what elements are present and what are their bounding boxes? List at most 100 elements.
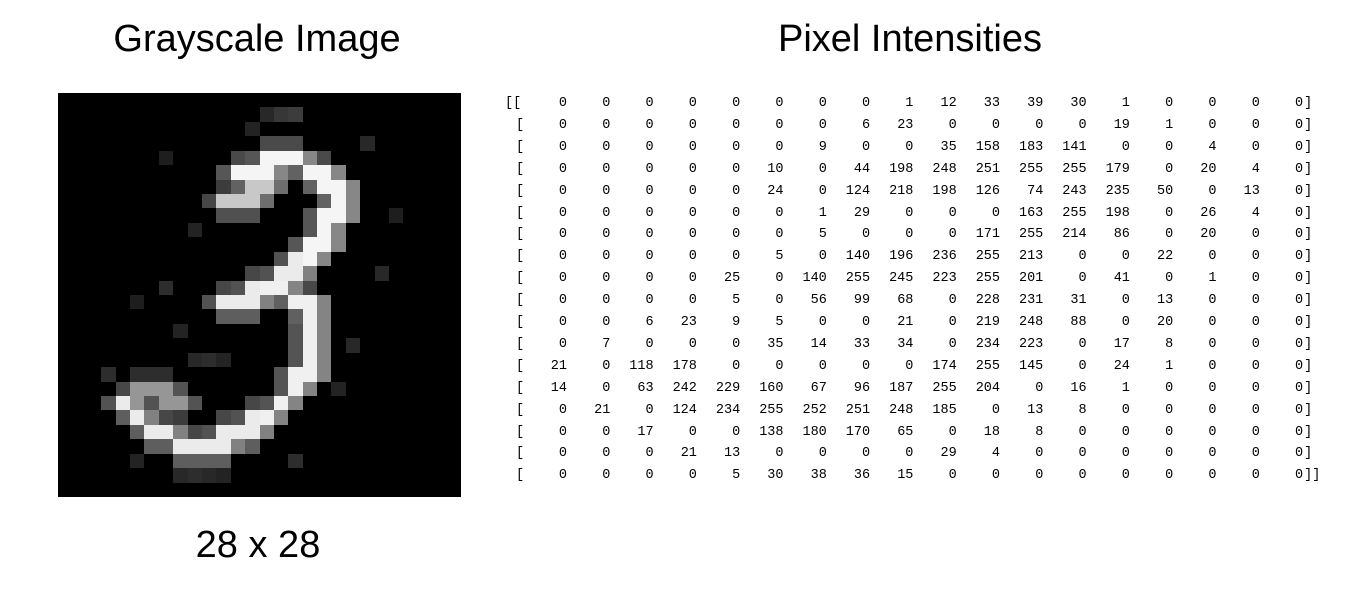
image-pixel bbox=[129, 150, 145, 166]
matrix-cell: 248 bbox=[932, 161, 957, 177]
image-pixel bbox=[129, 237, 145, 252]
matrix-cell: 0 bbox=[1121, 315, 1130, 330]
image-pixel bbox=[158, 482, 174, 497]
matrix-cell: 251 bbox=[845, 402, 871, 418]
image-pixel bbox=[374, 208, 390, 223]
image-pixel bbox=[58, 208, 73, 223]
matrix-close-bracket: ] bbox=[1304, 117, 1313, 133]
image-pixel bbox=[389, 150, 404, 166]
matrix-open-bracket: [ bbox=[516, 358, 525, 374]
matrix-cell: 1 bbox=[1121, 96, 1130, 111]
image-pixel bbox=[360, 468, 375, 483]
image-pixel bbox=[288, 367, 303, 382]
image-pixel bbox=[245, 396, 260, 411]
matrix-cell: 4 bbox=[1208, 139, 1217, 155]
matrix-cell: 0 bbox=[602, 271, 611, 287]
matrix-cell: 223 bbox=[1018, 336, 1044, 352]
matrix-cell: 0 bbox=[732, 183, 741, 199]
matrix-cell: 0 bbox=[1251, 139, 1260, 155]
matrix-cell: 0 bbox=[732, 249, 741, 265]
image-pixel bbox=[187, 323, 202, 339]
matrix-cell: 0 bbox=[1121, 139, 1130, 155]
matrix-cell: 0 bbox=[602, 446, 611, 462]
image-pixel bbox=[317, 208, 332, 223]
image-pixel bbox=[259, 194, 274, 209]
image-pixel bbox=[158, 266, 174, 281]
matrix-cell: 0 bbox=[1078, 117, 1087, 133]
matrix-cell: 0 bbox=[1165, 446, 1174, 462]
matrix-cell: 0 bbox=[1251, 380, 1260, 396]
image-pixel bbox=[101, 381, 116, 396]
image-pixel bbox=[317, 381, 332, 396]
image-pixel bbox=[432, 468, 447, 483]
image-pixel bbox=[302, 121, 318, 137]
image-pixel bbox=[288, 381, 303, 396]
image-pixel bbox=[417, 237, 433, 252]
matrix-cell: 0 bbox=[558, 293, 567, 309]
image-pixel bbox=[115, 208, 130, 223]
image-pixel bbox=[417, 424, 433, 440]
image-pixel bbox=[115, 453, 130, 469]
image-pixel bbox=[389, 136, 404, 151]
image-pixel bbox=[374, 396, 390, 411]
image-pixel bbox=[144, 482, 159, 497]
image-pixel bbox=[187, 121, 202, 137]
matrix-cell: 0 bbox=[818, 161, 827, 177]
image-pixel bbox=[446, 482, 461, 497]
matrix-cell: 0 bbox=[775, 139, 784, 155]
matrix-cell: 35 bbox=[767, 336, 784, 352]
matrix-cell: 74 bbox=[1027, 183, 1044, 199]
image-pixel bbox=[360, 309, 375, 324]
image-pixel bbox=[317, 222, 332, 238]
image-pixel bbox=[72, 237, 87, 252]
matrix-cell: 0 bbox=[861, 96, 871, 111]
image-pixel bbox=[129, 208, 145, 223]
image-pixel bbox=[374, 295, 390, 310]
image-pixel bbox=[302, 453, 318, 469]
image-pixel bbox=[201, 295, 217, 310]
matrix-cell: 0 bbox=[1035, 380, 1044, 396]
matrix-cell: 68 bbox=[897, 293, 914, 309]
matrix-cell: 0 bbox=[1165, 205, 1174, 221]
matrix-cell: 231 bbox=[1018, 293, 1044, 309]
image-pixel bbox=[201, 222, 217, 238]
image-pixel bbox=[389, 266, 404, 281]
matrix-cell: 0 bbox=[1294, 139, 1304, 155]
image-pixel bbox=[432, 381, 447, 396]
image-pixel bbox=[187, 165, 202, 180]
matrix-cell: 0 bbox=[602, 96, 611, 111]
matrix-cell: 229 bbox=[715, 380, 741, 396]
image-pixel bbox=[345, 266, 361, 281]
matrix-cell: 248 bbox=[889, 402, 914, 418]
matrix-cell: 234 bbox=[975, 336, 1000, 352]
image-pixel bbox=[187, 150, 202, 166]
pixel-intensities-title: Pixel Intensities bbox=[777, 18, 1043, 60]
image-pixel bbox=[245, 251, 260, 267]
matrix-cell: 0 bbox=[1035, 117, 1044, 133]
image-pixel bbox=[446, 468, 461, 483]
image-pixel bbox=[144, 121, 159, 137]
image-pixel bbox=[216, 208, 231, 223]
image-pixel bbox=[173, 237, 188, 252]
image-pixel bbox=[230, 165, 246, 180]
matrix-cell: 204 bbox=[975, 380, 1000, 396]
image-pixel bbox=[446, 121, 461, 137]
image-pixel bbox=[417, 309, 433, 324]
matrix-close-bracket: ] bbox=[1304, 315, 1313, 330]
image-pixel bbox=[446, 165, 461, 180]
image-pixel bbox=[173, 194, 188, 209]
image-pixel bbox=[187, 338, 202, 353]
matrix-cell: 255 bbox=[759, 402, 784, 418]
matrix-cell: 0 bbox=[1251, 293, 1260, 309]
image-pixel bbox=[331, 352, 346, 368]
image-pixel bbox=[201, 352, 217, 368]
image-pixel bbox=[345, 194, 361, 209]
image-pixel bbox=[302, 338, 318, 353]
image-pixel bbox=[129, 381, 145, 396]
image-pixel bbox=[158, 237, 174, 252]
matrix-cell: 0 bbox=[1294, 227, 1304, 243]
matrix-cell: 67 bbox=[810, 380, 827, 396]
image-pixel bbox=[317, 93, 332, 108]
image-pixel bbox=[230, 381, 246, 396]
